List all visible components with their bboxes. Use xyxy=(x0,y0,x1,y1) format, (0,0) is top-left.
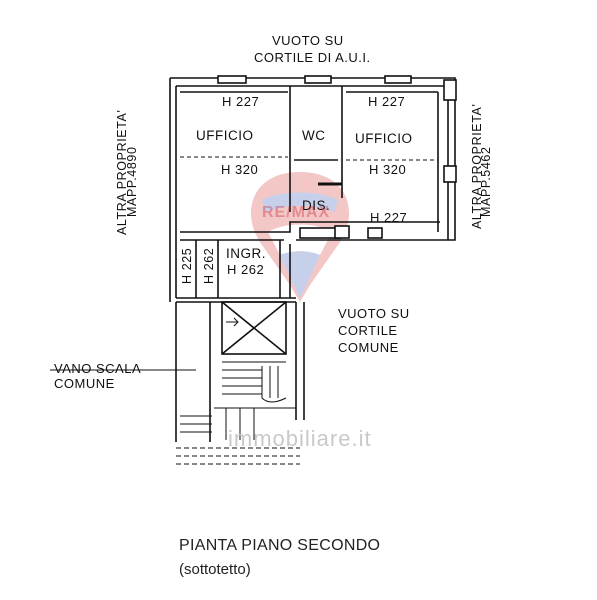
stair-label-line2: COMUNE xyxy=(54,376,115,391)
right-owner-label-line2: MAPP.5462 xyxy=(479,146,493,218)
right-void-label-line2: CORTILE xyxy=(338,323,398,338)
height-label-225-vertical: H 225 xyxy=(180,247,194,284)
walls xyxy=(50,75,457,465)
height-label-262-vertical: H 262 xyxy=(202,247,216,284)
top-void-label-line1: VUOTO SU xyxy=(272,33,344,48)
top-void-label-line2: CORTILE DI A.U.I. xyxy=(254,50,371,65)
plan-subtitle: (sottotetto) xyxy=(179,561,251,578)
height-label-left-bottom: H 320 xyxy=(221,162,259,177)
room-ufficio-right: UFFICIO xyxy=(355,131,413,146)
room-wc: WC xyxy=(302,128,326,143)
right-void-label-line3: COMUNE xyxy=(338,340,399,355)
immobiliare-watermark-text: immobiliare.it xyxy=(228,426,372,451)
room-ingr: INGR. xyxy=(226,246,267,261)
room-dis: DIS. xyxy=(302,198,331,213)
stair-label-line1: VANO SCALA xyxy=(54,361,142,376)
height-label-top-left: H 227 xyxy=(222,94,260,109)
height-label-ingr: H 262 xyxy=(227,262,265,277)
left-owner-label-line2: MAPP.4890 xyxy=(125,146,139,218)
room-ufficio-left: UFFICIO xyxy=(196,128,254,143)
right-void-label-line1: VUOTO SU xyxy=(338,306,410,321)
height-label-dis: H 227 xyxy=(370,210,408,225)
height-label-right-bottom: H 320 xyxy=(369,162,407,177)
remax-watermark-text: RE/MAX xyxy=(262,204,331,221)
plan-title: PIANTA PIANO SECONDO xyxy=(179,537,381,554)
height-label-top-right: H 227 xyxy=(368,94,406,109)
